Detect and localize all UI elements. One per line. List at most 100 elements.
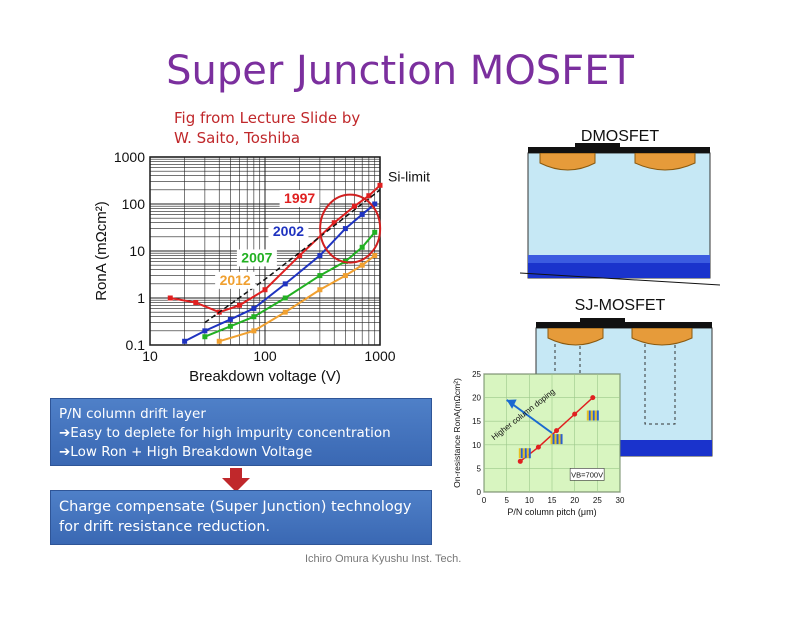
- dmos-body-right: [634, 152, 696, 171]
- dmos-body-left: [539, 152, 596, 171]
- sj-body-left: [547, 327, 604, 346]
- vb-label: VB=700V: [571, 470, 603, 479]
- data-point: [554, 428, 560, 434]
- column-stripe: [526, 448, 529, 459]
- data-point: [359, 211, 365, 217]
- column-stripe: [558, 434, 561, 445]
- data-point: [359, 262, 365, 268]
- data-point: [282, 309, 288, 315]
- column-stripe: [522, 448, 525, 459]
- down-arrow-icon: [222, 468, 250, 492]
- x-tick-label: 5: [504, 496, 509, 505]
- column-stripe: [552, 434, 555, 445]
- y-tick-label: 10: [472, 441, 481, 450]
- data-point: [342, 226, 348, 232]
- year-label: 2007: [241, 249, 272, 265]
- column-stripe: [596, 410, 599, 421]
- y-tick-label: 0.1: [126, 337, 146, 353]
- credit-line-2: W. Saito, Toshiba: [174, 129, 301, 147]
- x-tick-label: 10: [525, 496, 534, 505]
- data-point: [590, 395, 596, 401]
- data-point: [359, 244, 365, 250]
- sj-body-right: [631, 327, 693, 346]
- column-stripe: [586, 410, 589, 421]
- data-point: [317, 253, 323, 259]
- data-point: [282, 295, 288, 301]
- data-point: [262, 287, 268, 293]
- data-point: [193, 300, 199, 306]
- column-stripe: [520, 448, 523, 459]
- drift-layer-box: P/N column drift layer ➔Easy to deplete …: [50, 398, 432, 466]
- x-tick-label: 25: [593, 496, 602, 505]
- y-tick-label: 10: [129, 243, 145, 259]
- data-point: [297, 253, 303, 259]
- x-tick-label: 20: [570, 496, 579, 505]
- column-stripe: [550, 434, 553, 445]
- x-tick-label: 0: [482, 496, 487, 505]
- data-point: [251, 305, 257, 311]
- year-label: 2002: [273, 223, 304, 239]
- y-axis-label: On-resistance RonA(mΩcm²): [452, 378, 462, 488]
- dmos-substrate: [528, 263, 710, 278]
- doping-arrowhead: [506, 399, 517, 409]
- year-label-bg: [215, 271, 256, 289]
- x-tick-label: 100: [253, 348, 277, 364]
- box2-line-1: Charge compensate (Super Junction) techn…: [59, 499, 412, 515]
- data-point: [372, 201, 378, 207]
- column-pattern-icon: [550, 434, 563, 445]
- sj-top-metal: [536, 322, 712, 328]
- data-point: [182, 338, 188, 344]
- column-stripe: [524, 448, 527, 459]
- y-axis-label: RonA (mΩcm²): [93, 201, 110, 301]
- sj-p-column-right: [644, 344, 676, 425]
- dmos-break-line: [520, 272, 720, 286]
- data-point: [342, 273, 348, 279]
- dmos-gate: [575, 143, 620, 149]
- data-point: [282, 281, 288, 287]
- charge-compensation-box: Charge compensate (Super Junction) techn…: [50, 490, 432, 545]
- dmos-top-metal: [528, 147, 710, 153]
- data-point: [317, 287, 323, 293]
- box1-line-2: ➔Easy to deplete for high impurity conce…: [59, 425, 391, 441]
- x-tick-label: 30: [616, 496, 625, 505]
- column-pattern-icon: [518, 448, 531, 459]
- data-point: [236, 302, 242, 308]
- column-stripe: [556, 434, 559, 445]
- data-point: [517, 458, 523, 464]
- data-point: [251, 314, 257, 320]
- box1-line-1: P/N column drift layer: [59, 406, 206, 422]
- data-point: [167, 295, 173, 301]
- vb-label-box: [569, 468, 605, 481]
- si-limit-line: [204, 189, 381, 324]
- data-point: [227, 323, 233, 329]
- year-label-bg: [279, 190, 320, 208]
- y-tick-label: 20: [472, 394, 481, 403]
- box2-line-2: for drift resistance reduction.: [59, 519, 271, 535]
- series-line: [204, 231, 376, 338]
- y-tick-label: 25: [472, 370, 481, 379]
- box1-line-3: ➔Low Ron + High Breakdown Voltage: [59, 444, 313, 460]
- x-tick-label: 1000: [364, 348, 395, 364]
- year-label: 2012: [220, 272, 251, 288]
- slide-title: Super Junction MOSFET: [166, 48, 634, 94]
- year-label-bg: [268, 222, 309, 240]
- data-point: [202, 334, 208, 340]
- data-point: [572, 411, 578, 417]
- data-point: [351, 203, 357, 209]
- year-label: 1997: [284, 190, 315, 206]
- x-tick-label: 10: [142, 348, 158, 364]
- column-pattern-icon: [586, 410, 599, 421]
- data-point: [202, 328, 208, 334]
- data-point: [331, 220, 337, 226]
- data-point: [216, 338, 222, 344]
- y-tick-label: 1: [137, 290, 145, 306]
- data-point: [366, 193, 372, 199]
- column-stripe: [554, 434, 557, 445]
- highlight-circle: [319, 193, 382, 264]
- x-axis-label: P/N column pitch (μm): [507, 507, 596, 517]
- column-stripe: [528, 448, 531, 459]
- y-tick-label: 5: [477, 464, 482, 473]
- column-stripe: [590, 410, 593, 421]
